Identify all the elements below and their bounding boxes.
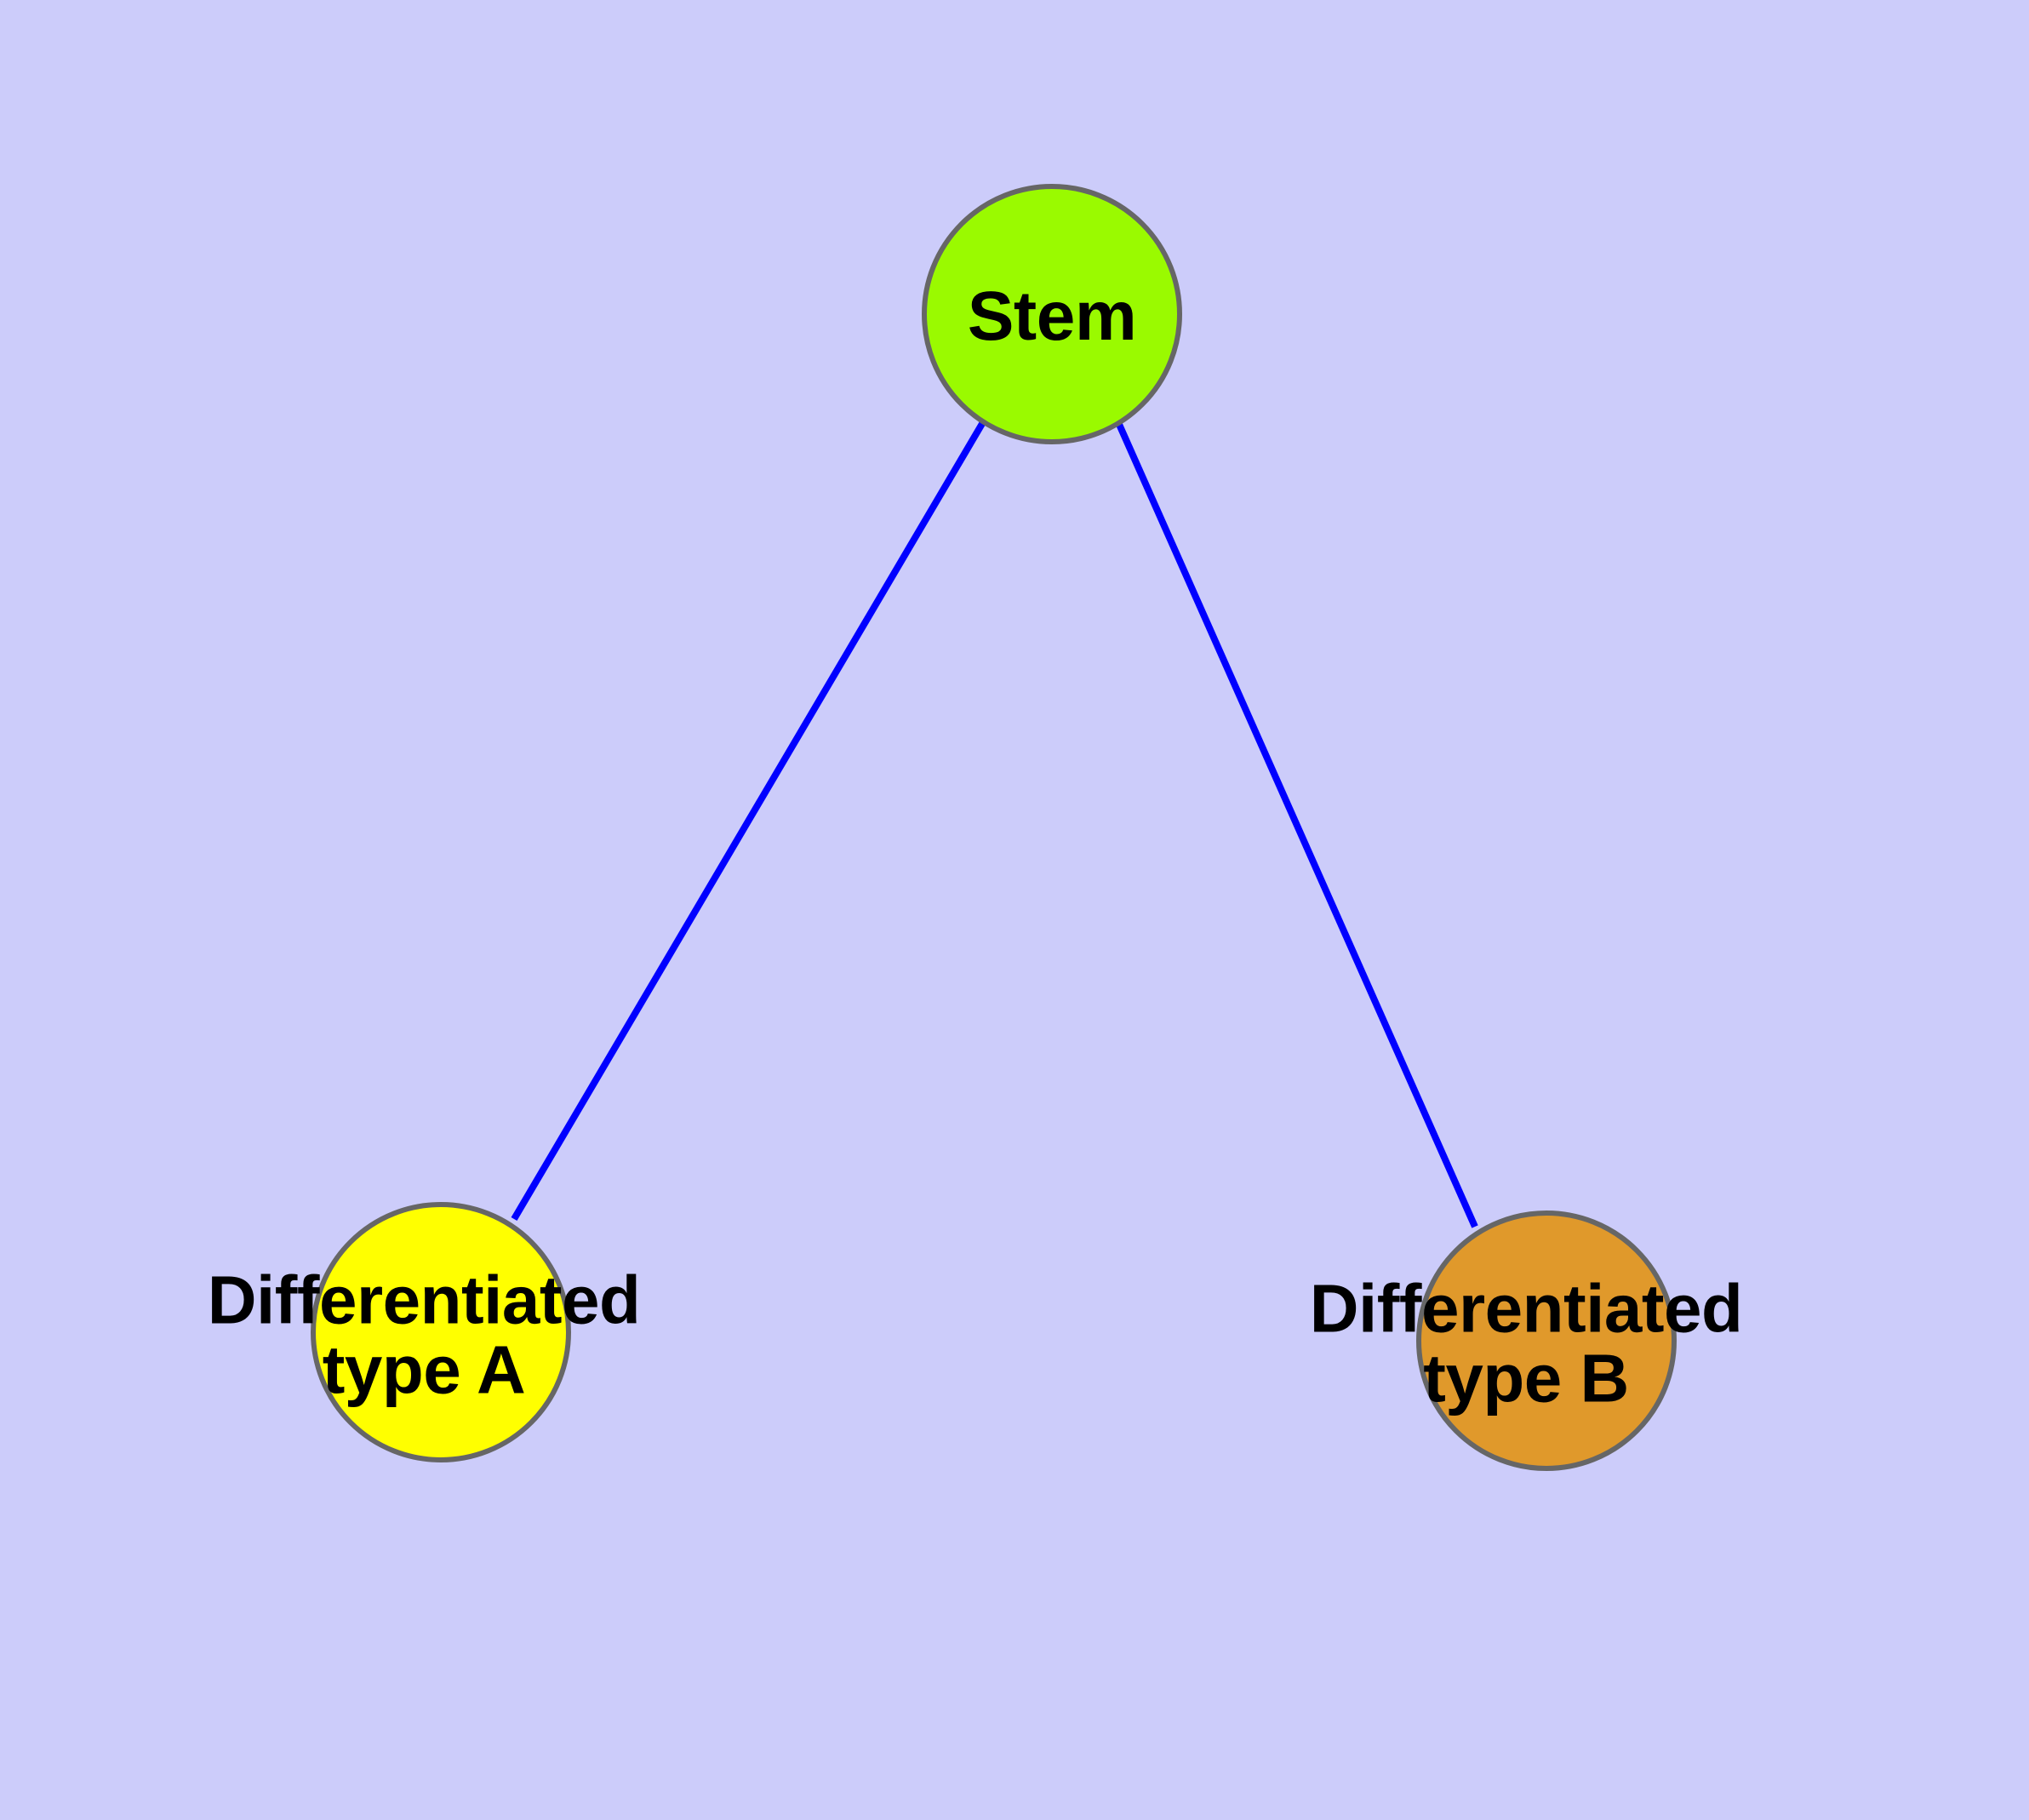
node-circle-stem[interactable]: [922, 184, 1182, 444]
node-circle-type-a[interactable]: [311, 1202, 571, 1462]
edge-stem-to-type-a: [511, 420, 986, 1222]
edge-stem-to-type-b: [1114, 419, 1478, 1228]
node-circle-type-b[interactable]: [1416, 1210, 1677, 1471]
